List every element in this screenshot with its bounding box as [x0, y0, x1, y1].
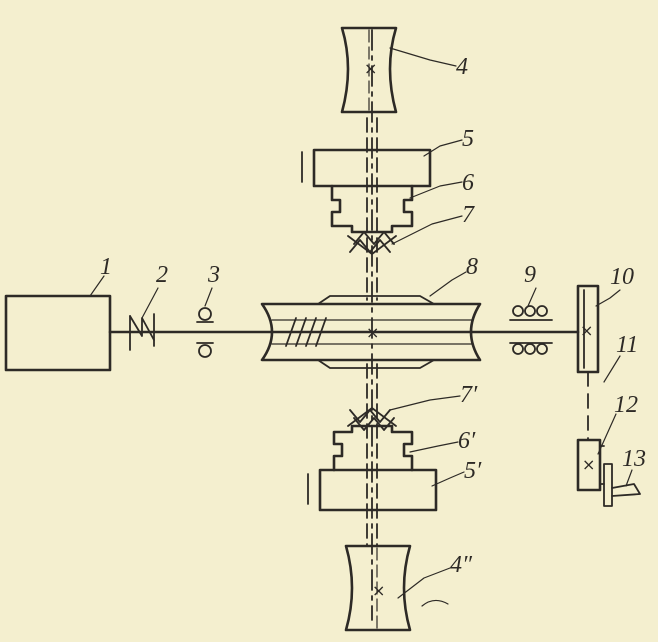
label-2: 2 — [156, 262, 168, 288]
motor-block — [4, 294, 112, 372]
label-6-prime: 6′ — [458, 428, 476, 454]
center-mark-large-gear: × — [580, 321, 593, 340]
label-1: 1 — [100, 254, 112, 280]
label-4-double-prime: 4″ — [450, 552, 473, 578]
label-4: 4 — [456, 54, 468, 80]
block-bottom — [318, 468, 438, 512]
stepped-piece-bottom — [332, 424, 414, 472]
leader-lines — [89, 47, 633, 607]
label-3: 3 — [207, 262, 220, 288]
label-12: 12 — [614, 392, 638, 418]
label-11: 11 — [616, 332, 638, 358]
roll-bottom — [344, 544, 412, 632]
roll-top — [340, 26, 398, 114]
center-mark-worm: × — [366, 323, 379, 342]
stepped-piece-top — [330, 184, 414, 234]
center-mark-roll-top: × — [364, 59, 377, 78]
block-top — [312, 148, 432, 188]
label-5-prime: 5′ — [464, 458, 482, 484]
bearing-left — [196, 307, 214, 358]
center-mark-small-gear: × — [582, 455, 595, 474]
label-7: 7 — [462, 202, 475, 228]
label-6: 6 — [462, 170, 474, 196]
coupling — [129, 313, 155, 351]
label-8: 8 — [466, 254, 478, 280]
label-7-prime: 7′ — [460, 382, 478, 408]
worm-gear-housing — [260, 295, 482, 369]
handwheel — [603, 463, 641, 507]
label-10: 10 — [610, 264, 634, 290]
label-9: 9 — [524, 262, 536, 288]
center-mark-roll-bottom: × — [372, 581, 385, 600]
label-5: 5 — [462, 126, 474, 152]
label-13: 13 — [622, 446, 646, 472]
bearings-right — [509, 305, 553, 355]
bevel-gears-top — [347, 231, 397, 255]
